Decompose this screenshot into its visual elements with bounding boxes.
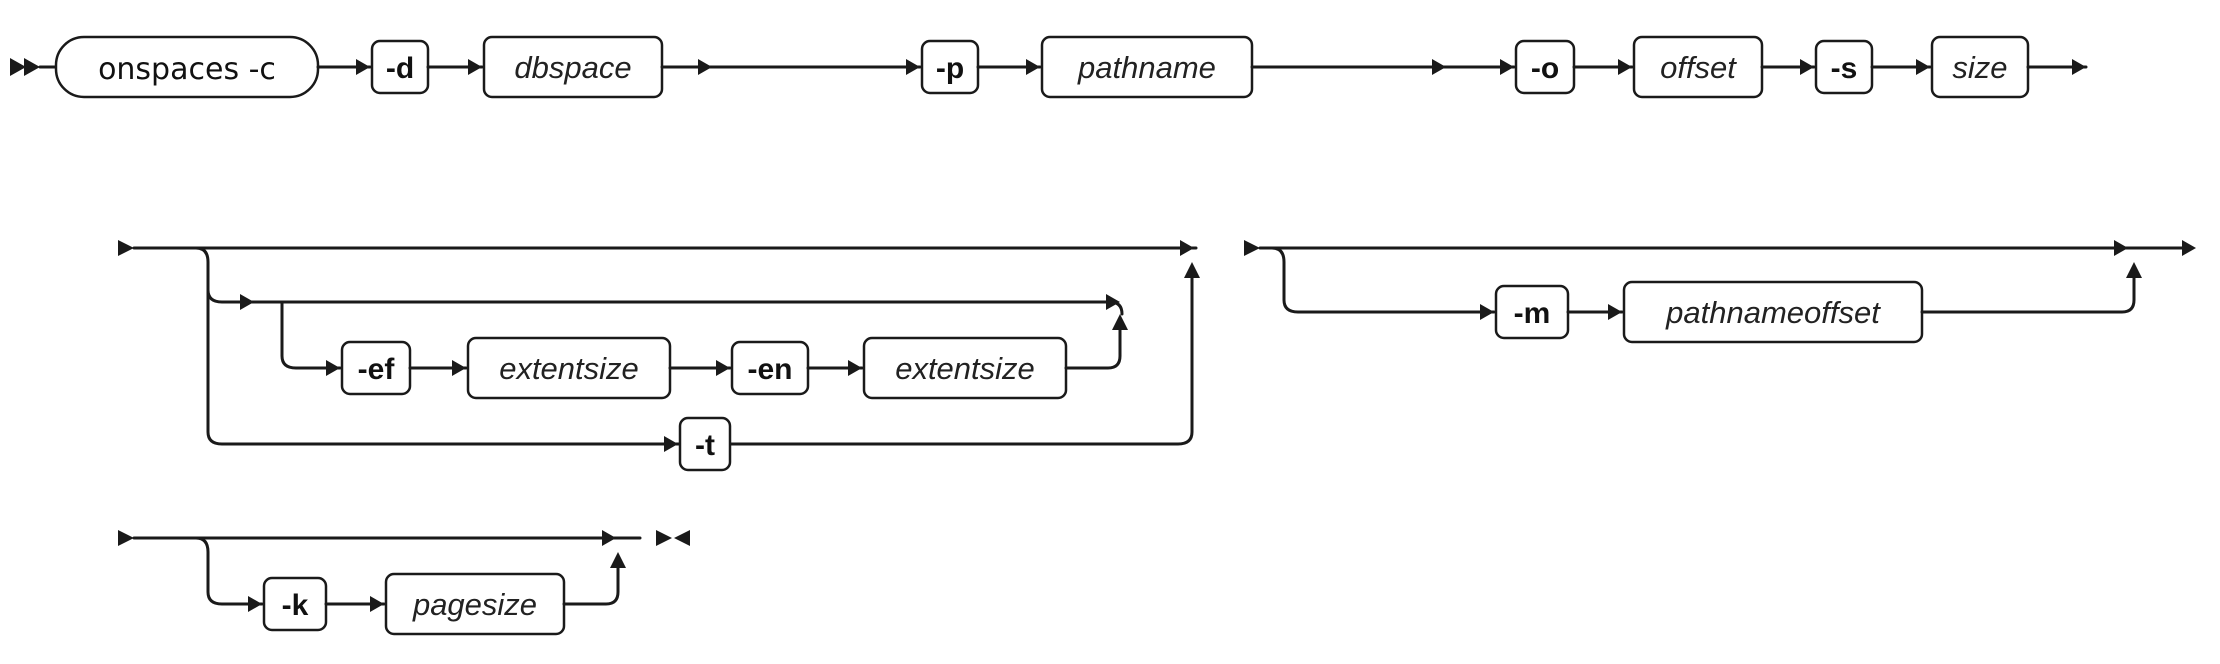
flag-s-label: -s xyxy=(1831,52,1858,85)
row2-extent-group: -ef extentsize -en extentsize -t xyxy=(118,240,1200,472)
flag-k-label: -k xyxy=(282,589,309,622)
row1-main-path: onspaces -c -d dbspace -p pathname -o of… xyxy=(10,35,2088,99)
continue-arrow-icon xyxy=(2072,59,2086,75)
row3-pagesize-group: -k pagesize xyxy=(118,530,690,636)
flag-p-label: -p xyxy=(936,52,964,85)
flag-t-label: -t xyxy=(695,429,715,462)
command-label: onspaces -c xyxy=(98,52,276,87)
extentsize-first-label: extentsize xyxy=(499,351,639,386)
diagram-end-icon xyxy=(656,530,690,546)
flag-o-label: -o xyxy=(1531,52,1559,85)
flag-m-label: -m xyxy=(1514,297,1551,330)
pathnameoffset-label: pathnameoffset xyxy=(1665,295,1881,330)
continue-arrow-icon xyxy=(2182,240,2196,256)
continuation-start-icon xyxy=(118,240,134,256)
flag-t-box xyxy=(678,416,732,472)
offset-label: offset xyxy=(1660,50,1737,85)
pathname-label: pathname xyxy=(1077,50,1216,85)
size-label: size xyxy=(1952,50,2007,85)
flag-d-label: -d xyxy=(386,52,414,85)
diagram-start-icon xyxy=(10,58,40,76)
pagesize-label: pagesize xyxy=(412,587,537,622)
flag-en-label: -en xyxy=(748,353,793,386)
extentsize-next-label: extentsize xyxy=(895,351,1035,386)
row2-mirror-group: -m pathnameoffset xyxy=(1244,240,2196,344)
flag-ef-label: -ef xyxy=(358,353,396,386)
dbspace-label: dbspace xyxy=(514,50,631,85)
